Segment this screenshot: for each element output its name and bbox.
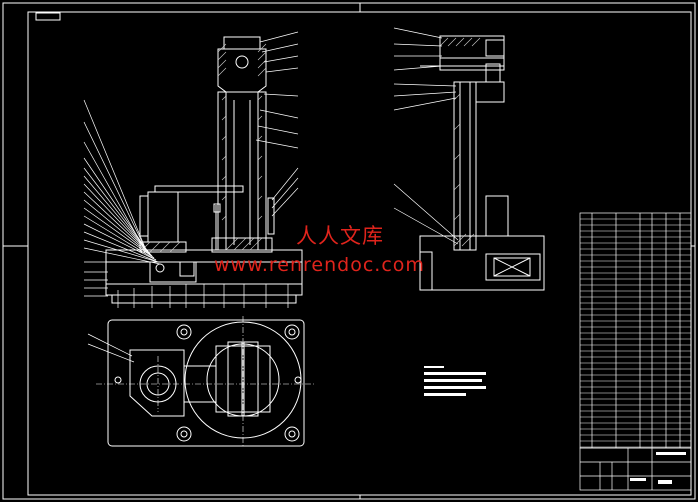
technical-notes-block	[424, 366, 486, 396]
side-view-hatch	[439, 37, 481, 247]
top-view	[107, 319, 305, 447]
side-view-leaders	[393, 27, 459, 245]
watermark-site-name: 人人文库	[296, 224, 384, 248]
top-view-leaders	[87, 333, 135, 363]
watermark-url: www.renrendoc.com	[214, 254, 425, 276]
front-view-leaders-right	[255, 31, 299, 217]
title-block-fills	[630, 452, 686, 484]
top-view-centerlines	[96, 316, 316, 448]
parts-list-table	[579, 212, 692, 449]
front-view-hatch	[139, 43, 267, 253]
title-block	[579, 447, 692, 491]
front-view-leaders-bottom	[117, 284, 289, 308]
parts-list-rows	[580, 218, 691, 448]
front-view-leaders-left	[83, 99, 161, 297]
side-view-section	[419, 35, 545, 291]
